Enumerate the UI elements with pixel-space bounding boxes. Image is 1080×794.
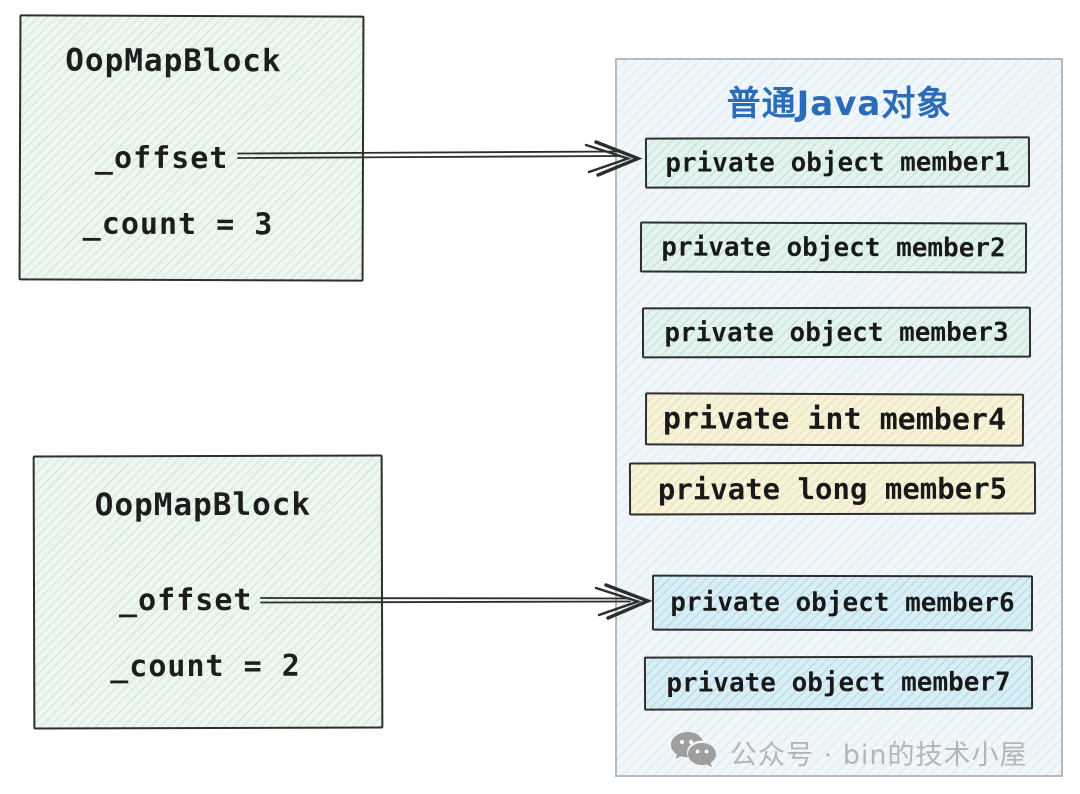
member-box-1: private object member1: [644, 136, 1031, 189]
member-box-5: private long member5: [628, 461, 1037, 516]
member-box-6: private object member6: [651, 574, 1034, 632]
watermark: 公众号 · bin的技术小屋: [668, 730, 1028, 774]
member-box-4: private int member4: [644, 392, 1025, 447]
java-object-panel-title: 普通Java对象: [726, 84, 952, 124]
oopmapblock-1-title: OopMapBlock: [65, 42, 282, 80]
oopmapblock-1: OopMapBlock _offset _count = 3: [18, 14, 365, 282]
oopmapblock-2-offset-field: _offset: [118, 582, 253, 619]
oopmapblock-1-offset-field: _offset: [94, 140, 229, 177]
member-box-2: private object member2: [639, 221, 1028, 274]
member-box-7: private object member7: [643, 655, 1034, 711]
watermark-text: 公众号 · bin的技术小屋: [730, 739, 1028, 771]
wechat-icon: [671, 732, 716, 767]
oopmapblock-1-count-field: _count = 3: [82, 206, 274, 243]
oopmapblock-2-title: OopMapBlock: [94, 486, 312, 524]
member-box-3: private object member3: [641, 306, 1032, 359]
oopmapblock-2: OopMapBlock _offset _count = 2: [32, 454, 384, 730]
oopmapblock-2-count-field: _count = 2: [110, 648, 301, 685]
